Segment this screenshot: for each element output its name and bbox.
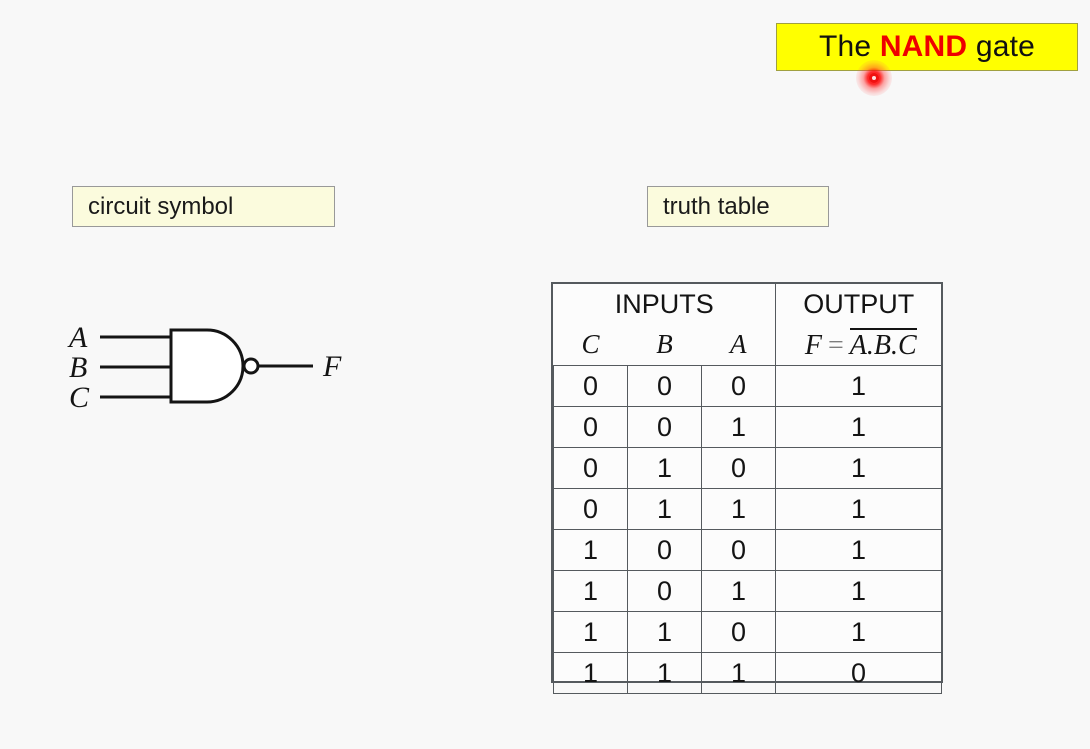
output-label-f: F xyxy=(322,350,342,383)
formula-rhs-overlined: A.B.C xyxy=(849,328,917,361)
cell-b: 0 xyxy=(627,529,702,571)
truth-table-column-header-row: C B A F = A.B.C xyxy=(553,324,942,366)
cell-f: 1 xyxy=(775,611,942,653)
caption-circuit-symbol-label: circuit symbol xyxy=(88,192,234,220)
output-formula: F = A.B.C xyxy=(801,328,917,360)
and-gate-body xyxy=(169,328,245,404)
header-group-output: OUTPUT xyxy=(803,288,915,319)
title-suffix: gate xyxy=(967,30,1036,63)
header-col-c: C xyxy=(553,324,628,366)
cell-f: 1 xyxy=(775,529,942,571)
cell-f: 1 xyxy=(775,570,942,612)
cell-a: 0 xyxy=(701,447,776,489)
header-col-b: B xyxy=(627,324,702,366)
cell-f: 0 xyxy=(775,652,942,694)
cell-b: 1 xyxy=(627,488,702,530)
cell-a: 1 xyxy=(701,652,776,694)
cell-c: 0 xyxy=(553,365,628,407)
laser-pointer-dot xyxy=(856,60,892,96)
cell-b: 1 xyxy=(627,652,702,694)
header-group-inputs: INPUTS xyxy=(553,284,776,324)
cell-c: 0 xyxy=(553,406,628,448)
cell-f: 1 xyxy=(775,406,942,448)
cell-a: 0 xyxy=(701,611,776,653)
cell-a: 1 xyxy=(701,488,776,530)
header-col-a: A xyxy=(701,324,776,366)
cell-b: 0 xyxy=(627,365,702,407)
truth-table-group-header-row: INPUTS OUTPUT xyxy=(553,284,942,324)
cell-f: 1 xyxy=(775,488,942,530)
cell-a: 0 xyxy=(701,365,776,407)
cell-f: 1 xyxy=(775,447,942,489)
truth-table-grid: INPUTS OUTPUT C B A F = A.B.C xyxy=(553,284,942,694)
inversion-bubble xyxy=(242,357,260,375)
cell-b: 1 xyxy=(627,447,702,489)
caption-truth-table-label: truth table xyxy=(663,192,770,220)
formula-equals: = xyxy=(827,330,844,361)
cell-c: 1 xyxy=(553,529,628,571)
cell-c: 1 xyxy=(553,611,628,653)
slide-title-banner: The NAND gate xyxy=(776,23,1078,71)
input-label-c: C xyxy=(69,381,90,414)
formula-lhs: F xyxy=(804,330,822,361)
cell-c: 1 xyxy=(553,652,628,694)
cell-b: 1 xyxy=(627,611,702,653)
truth-table: INPUTS OUTPUT C B A F = A.B.C xyxy=(551,282,943,694)
cell-a: 1 xyxy=(701,406,776,448)
cell-c: 1 xyxy=(553,570,628,612)
input-label-a: A xyxy=(67,321,88,354)
cell-c: 0 xyxy=(553,488,628,530)
caption-truth-table: truth table xyxy=(647,186,829,227)
cell-f: 1 xyxy=(775,365,942,407)
input-label-b: B xyxy=(69,351,87,384)
cell-c: 0 xyxy=(553,447,628,489)
cell-b: 0 xyxy=(627,406,702,448)
caption-circuit-symbol: circuit symbol xyxy=(72,186,335,227)
title-highlight: NAND xyxy=(879,30,968,63)
cell-a: 0 xyxy=(701,529,776,571)
nand-gate-diagram: A B C F xyxy=(55,310,375,425)
cell-b: 0 xyxy=(627,570,702,612)
title-prefix: The xyxy=(818,30,880,63)
cell-a: 1 xyxy=(701,570,776,612)
header-col-f: F = A.B.C xyxy=(775,324,942,366)
